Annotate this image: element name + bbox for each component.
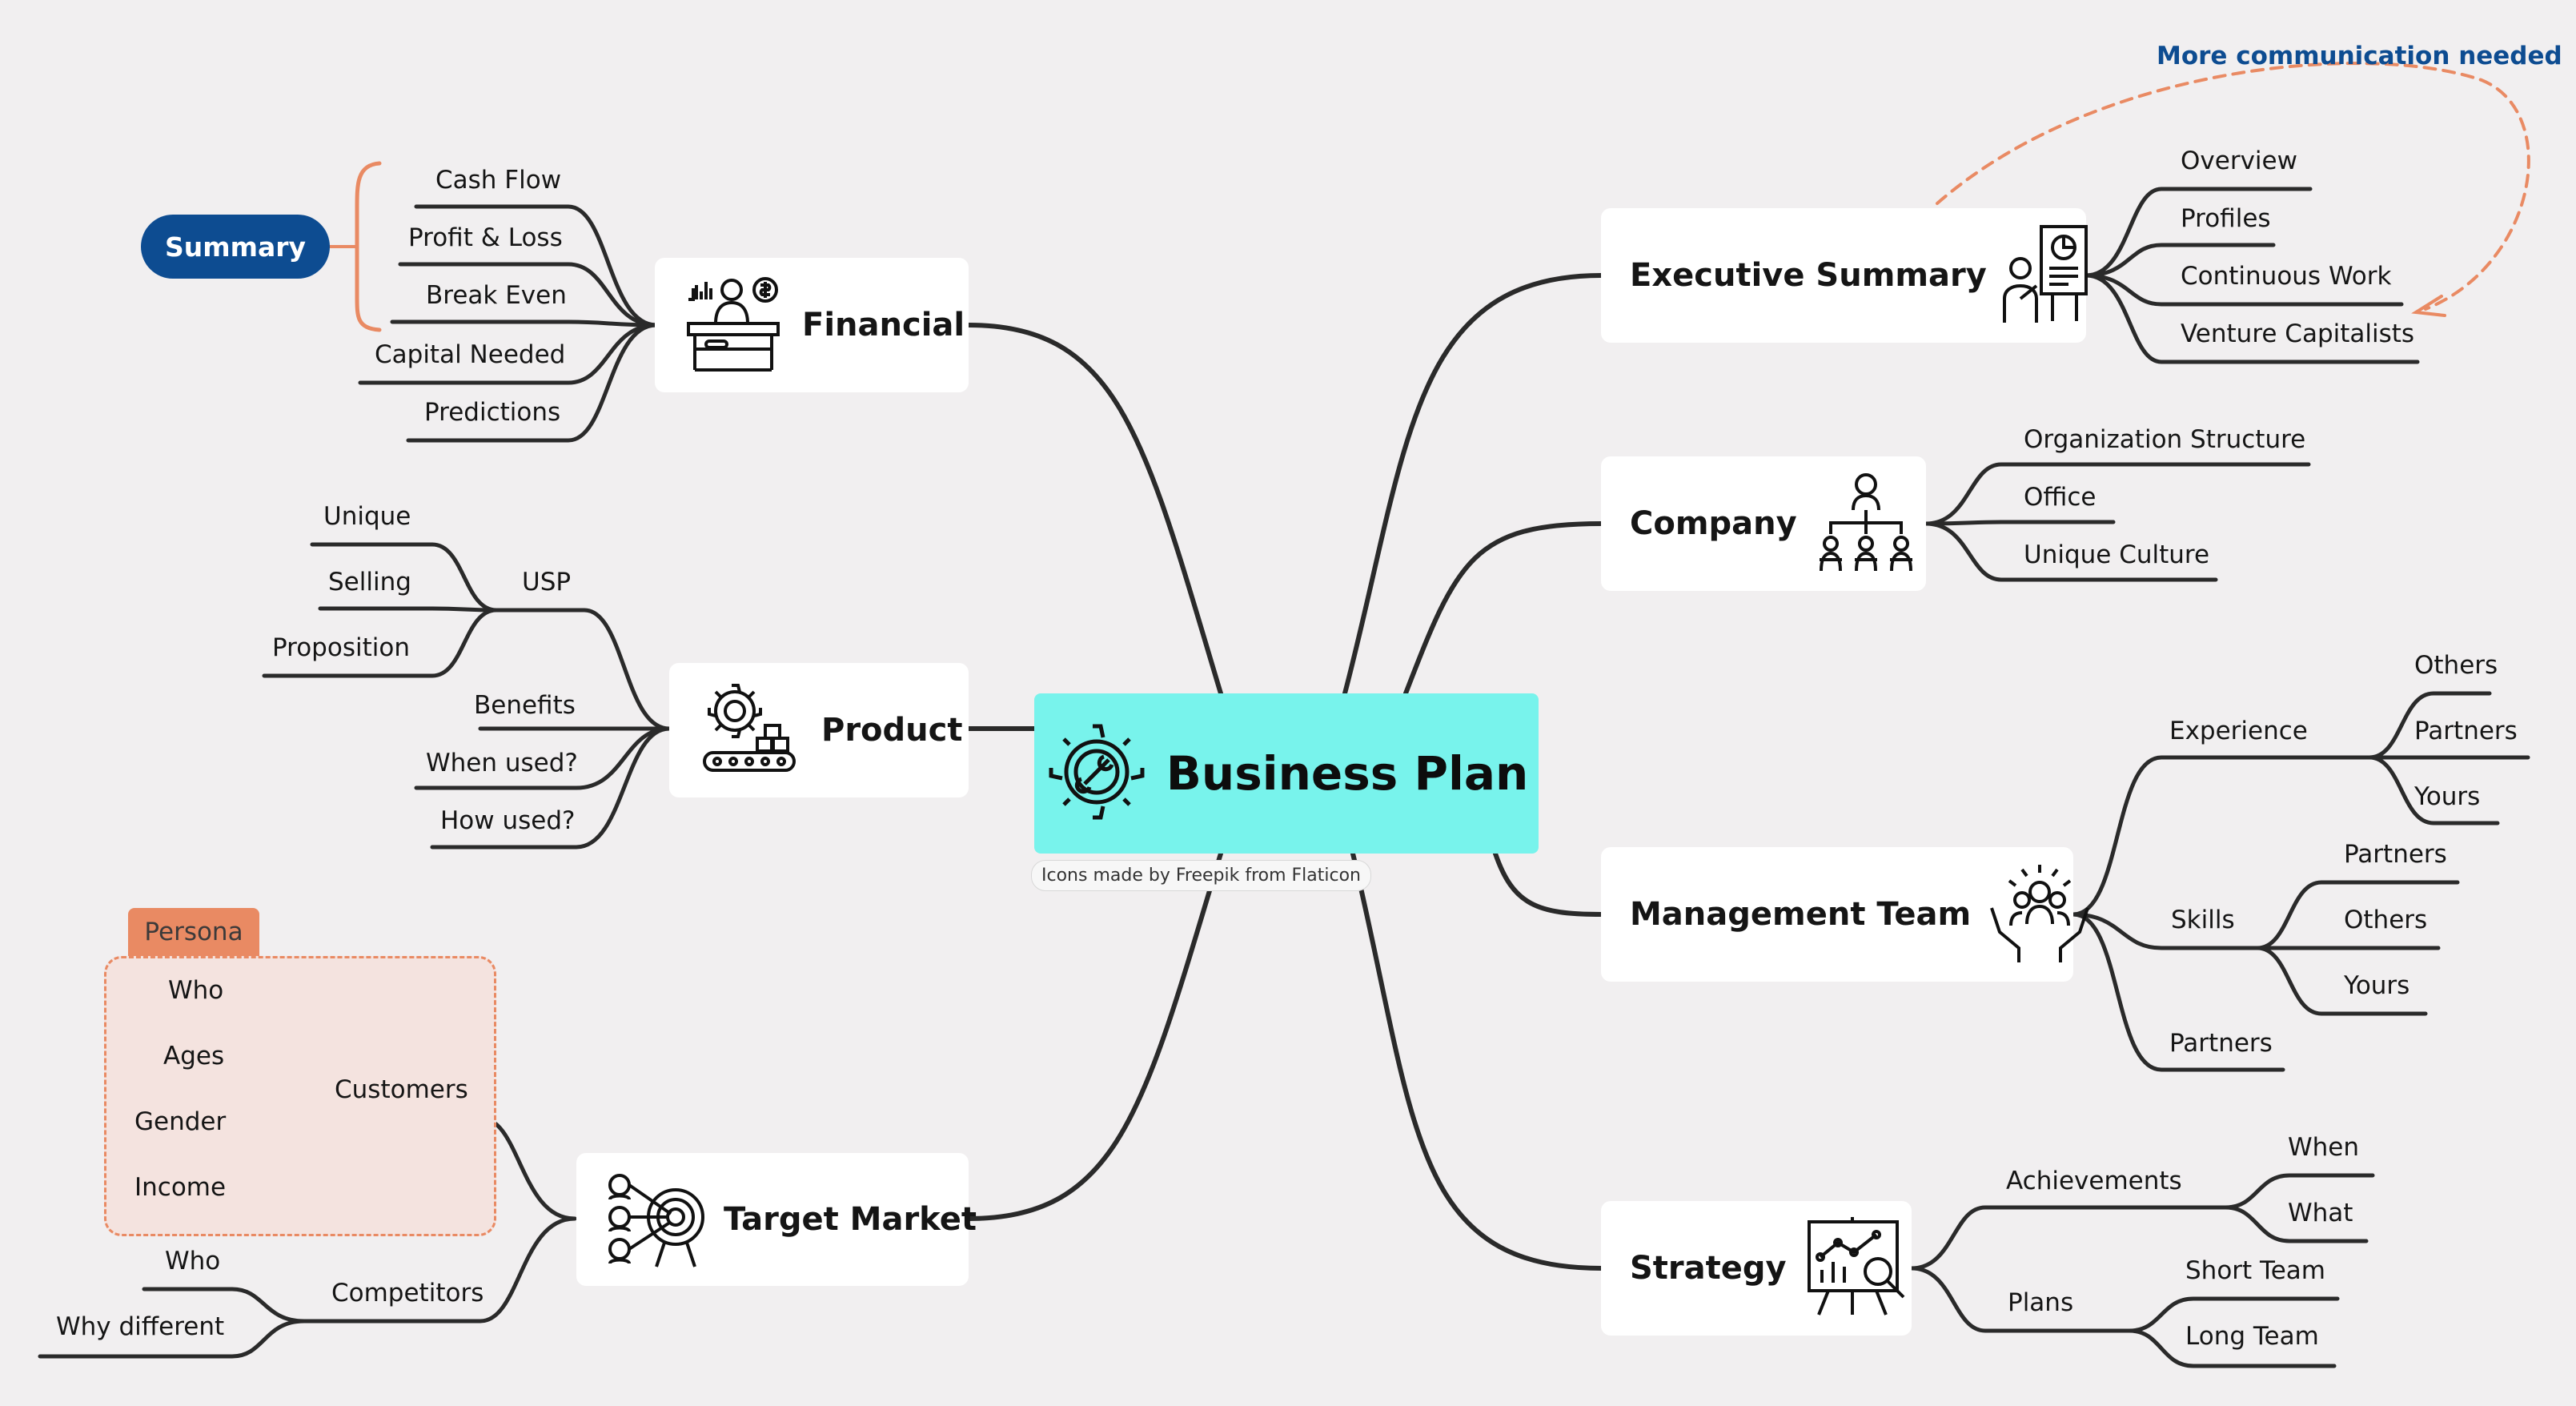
usp-item-unique[interactable]: Unique: [323, 502, 411, 531]
topic-financial-title: Financial: [802, 307, 965, 343]
company-item-unique-culture[interactable]: Unique Culture: [2024, 540, 2210, 569]
topic-executive-summary-title: Executive Summary: [1630, 257, 1987, 294]
customers-item-gender[interactable]: Gender: [134, 1107, 227, 1136]
topic-target-market[interactable]: Target Market: [576, 1153, 977, 1286]
target-market-icon: [604, 1166, 708, 1273]
achievements-item-when[interactable]: When: [2288, 1133, 2360, 1162]
financial-item-profit-loss[interactable]: Profit & Loss: [408, 223, 563, 252]
target-customers[interactable]: Customers: [335, 1075, 468, 1104]
topic-company-title: Company: [1630, 505, 1797, 542]
topic-strategy[interactable]: Strategy: [1601, 1201, 1912, 1336]
exec-item-venture-capitalists[interactable]: Venture Capitalists: [2181, 319, 2415, 348]
product-item-when-used[interactable]: When used?: [426, 749, 578, 777]
financial-desk-icon: [684, 272, 786, 378]
target-competitors[interactable]: Competitors: [331, 1279, 484, 1308]
team-hands-icon: [1987, 860, 2092, 969]
plans-item-long-team[interactable]: Long Team: [2185, 1322, 2319, 1351]
plans-item-short-team[interactable]: Short Team: [2185, 1256, 2325, 1285]
summary-badge[interactable]: Summary: [141, 215, 330, 279]
usp-item-selling[interactable]: Selling: [328, 568, 411, 597]
skills-item-others[interactable]: Others: [2344, 906, 2428, 934]
persona-boundary[interactable]: [104, 956, 496, 1236]
mgmt-partners[interactable]: Partners: [2169, 1029, 2273, 1058]
persona-tag[interactable]: Persona: [128, 908, 259, 956]
customers-item-who[interactable]: Who: [168, 976, 224, 1005]
product-item-how-used[interactable]: How used?: [440, 806, 576, 835]
competitors-item-who[interactable]: Who: [165, 1247, 221, 1275]
customers-item-ages[interactable]: Ages: [163, 1042, 225, 1071]
topic-product[interactable]: Product: [669, 663, 969, 797]
strategy-achievements[interactable]: Achievements: [2006, 1167, 2182, 1195]
usp-item-proposition[interactable]: Proposition: [272, 633, 410, 662]
presentation-board-icon: [2001, 222, 2089, 329]
mgmt-skills[interactable]: Skills: [2171, 906, 2235, 934]
product-item-benefits[interactable]: Benefits: [474, 691, 576, 720]
experience-item-partners[interactable]: Partners: [2414, 717, 2518, 745]
gear-wrench-icon: [1045, 720, 1149, 827]
topic-target-market-title: Target Market: [724, 1201, 977, 1238]
icon-credit[interactable]: Icons made by Freepik from Flaticon: [1031, 860, 1371, 891]
exec-item-continuous-work[interactable]: Continuous Work: [2181, 262, 2392, 291]
customers-item-income[interactable]: Income: [134, 1173, 227, 1202]
experience-item-others[interactable]: Others: [2414, 651, 2498, 680]
financial-item-cash-flow[interactable]: Cash Flow: [435, 166, 562, 195]
topic-executive-summary[interactable]: Executive Summary: [1601, 208, 2089, 343]
communication-note[interactable]: More communication needed: [2157, 42, 2562, 70]
mgmt-experience[interactable]: Experience: [2169, 717, 2308, 745]
central-topic[interactable]: Business Plan: [1034, 693, 1539, 854]
company-item-organization-structure[interactable]: Organization Structure: [2024, 425, 2306, 454]
competitors-item-why-different[interactable]: Why different: [56, 1312, 225, 1341]
strategy-plans[interactable]: Plans: [2008, 1288, 2074, 1317]
skills-item-partners[interactable]: Partners: [2344, 840, 2447, 869]
financial-item-predictions[interactable]: Predictions: [424, 398, 561, 427]
topic-company[interactable]: Company: [1601, 456, 1926, 591]
product-usp[interactable]: USP: [522, 568, 572, 597]
experience-item-yours[interactable]: Yours: [2414, 782, 2481, 811]
central-topic-title: Business Plan: [1166, 746, 1529, 801]
org-chart-icon: [1816, 470, 1916, 577]
achievements-item-what[interactable]: What: [2288, 1199, 2353, 1227]
topic-management-team[interactable]: Management Team: [1601, 847, 2090, 982]
topic-financial[interactable]: Financial: [655, 258, 969, 392]
financial-item-break-even[interactable]: Break Even: [426, 281, 567, 310]
company-item-office[interactable]: Office: [2024, 483, 2097, 512]
product-gear-conveyor-icon: [700, 679, 799, 781]
topic-product-title: Product: [821, 712, 963, 749]
strategy-chart-icon: [1804, 1214, 1910, 1323]
financial-item-capital-needed[interactable]: Capital Needed: [375, 340, 566, 369]
skills-item-yours[interactable]: Yours: [2344, 971, 2410, 1000]
topic-strategy-title: Strategy: [1630, 1250, 1787, 1287]
topic-management-team-title: Management Team: [1630, 896, 1972, 933]
exec-item-overview[interactable]: Overview: [2181, 147, 2297, 175]
exec-item-profiles[interactable]: Profiles: [2181, 204, 2271, 233]
